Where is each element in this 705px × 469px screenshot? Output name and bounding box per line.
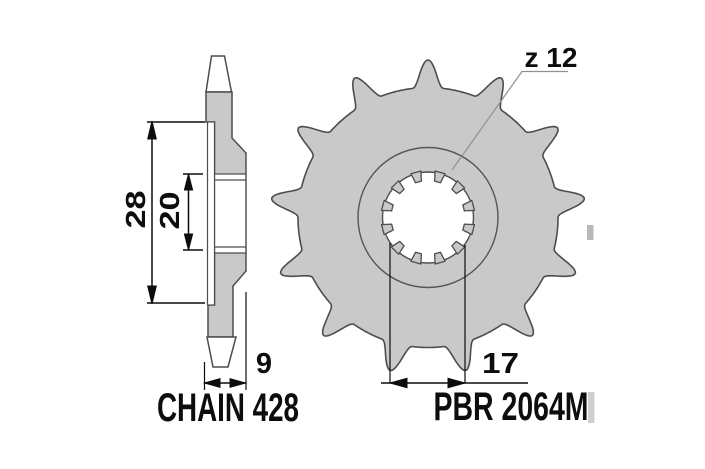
spline-teeth [380,170,476,265]
side-view [205,55,247,368]
dim28-arrow-down [147,285,157,305]
side-view-bore-lines [214,173,246,254]
chain-size-label: CHAIN 428 [157,386,299,430]
dim-label-28: 28 [120,191,151,229]
leader-line-z12 [451,70,568,171]
spline-bore-circle [381,171,475,264]
hub-circle [357,146,499,289]
side-view-bore-band [215,174,246,253]
dim-label-9: 9 [256,348,272,380]
dim20-arrow-down [183,233,194,251]
dim17-arrow-left [388,377,408,389]
side-view-bottom-tooth [206,336,237,368]
dim17-arrow-right [447,377,467,389]
image-artifact-right [587,225,594,240]
dim9-arrow-right [229,378,248,388]
dimension-graphics [147,120,528,390]
dim9-arrow-left [202,378,221,388]
text-labels: 28 20 9 17 z 12 CHAIN 428 PBR 2064M [120,42,589,430]
dim28-arrow-up [147,120,157,140]
part-number-label: PBR 2064M [434,385,589,429]
dim-label-20: 20 [154,192,185,230]
teeth-count-label: z 12 [525,42,578,73]
front-view [270,59,586,372]
dim-label-17: 17 [482,348,519,380]
dim20-arrow-up [183,173,194,191]
side-view-plate-strip [206,121,216,306]
image-artifact-bottom [588,392,595,423]
side-view-top-tooth [205,55,233,93]
